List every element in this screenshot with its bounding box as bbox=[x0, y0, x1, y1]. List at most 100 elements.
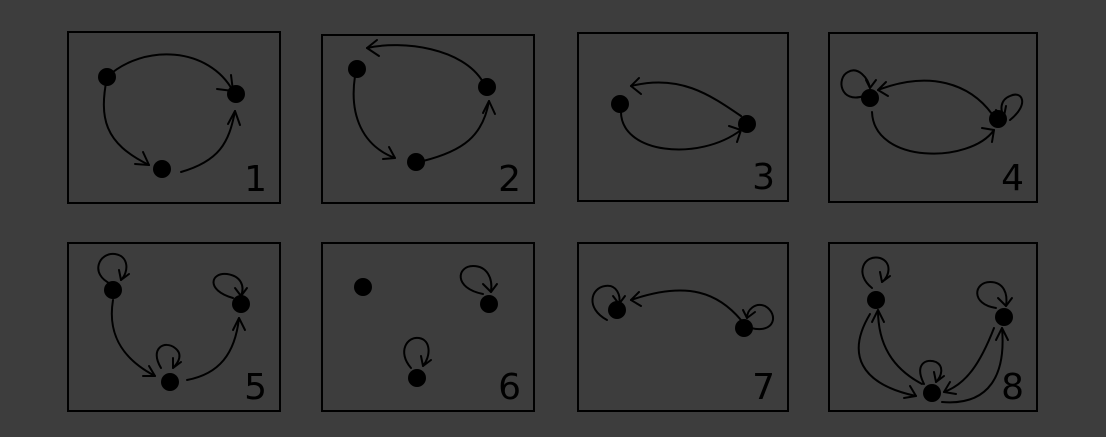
node bbox=[478, 78, 496, 96]
self-loop bbox=[591, 284, 621, 321]
panel-number: 5 bbox=[244, 367, 267, 408]
edge-a-to-b bbox=[106, 53, 234, 92]
panel-6: 6 bbox=[321, 242, 535, 412]
node bbox=[407, 153, 425, 171]
node bbox=[923, 384, 941, 402]
panel-7-graph bbox=[591, 284, 775, 337]
arrowhead bbox=[630, 291, 642, 307]
arrowhead bbox=[134, 151, 150, 166]
arrowhead bbox=[118, 269, 130, 281]
self-loop bbox=[212, 272, 244, 299]
edge-b-to-a bbox=[630, 289, 742, 321]
node bbox=[861, 89, 879, 107]
self-loop bbox=[1000, 93, 1023, 121]
panel-1: 1 bbox=[67, 31, 281, 204]
self-loop bbox=[840, 69, 871, 99]
arrowhead bbox=[981, 127, 995, 143]
self-loop bbox=[403, 336, 430, 369]
node bbox=[232, 295, 250, 313]
arrowhead bbox=[172, 357, 182, 369]
panel-2: 2 bbox=[321, 34, 535, 204]
edge-b-to-a bbox=[366, 44, 484, 83]
arrowhead bbox=[871, 309, 885, 323]
arrowhead bbox=[879, 271, 891, 283]
panel-8-graph bbox=[857, 256, 1013, 404]
node bbox=[995, 308, 1013, 326]
node bbox=[408, 369, 426, 387]
node bbox=[480, 295, 498, 313]
panel-number: 8 bbox=[1001, 367, 1024, 408]
arrowhead bbox=[142, 365, 156, 377]
edge-a-to-c bbox=[110, 299, 156, 377]
edge-a-to-c bbox=[352, 75, 396, 159]
arrowhead bbox=[742, 309, 756, 319]
edge-a-to-c bbox=[102, 76, 150, 166]
panel-number: 1 bbox=[244, 159, 267, 200]
edge-a-to-b bbox=[871, 111, 995, 155]
arrowhead bbox=[865, 79, 877, 89]
panel-3: 3 bbox=[577, 32, 789, 202]
arrowhead bbox=[943, 381, 957, 395]
node bbox=[611, 95, 629, 113]
edge-c-to-b-outer bbox=[941, 327, 1004, 404]
self-loop bbox=[459, 265, 493, 295]
panel-4-graph bbox=[840, 69, 1023, 155]
self-loop bbox=[97, 252, 128, 285]
self-loop bbox=[919, 359, 943, 385]
edge-c-to-b bbox=[186, 317, 240, 381]
arrowhead bbox=[997, 297, 1013, 307]
arrowhead bbox=[482, 100, 496, 115]
arrowhead bbox=[903, 385, 917, 399]
arrowhead bbox=[382, 146, 396, 160]
edge-c-to-b bbox=[422, 100, 490, 162]
node bbox=[153, 160, 171, 178]
panel-number: 2 bbox=[498, 159, 521, 200]
arrowhead bbox=[630, 77, 642, 95]
self-loop bbox=[746, 304, 775, 331]
arrowhead bbox=[877, 81, 889, 97]
edge-b-to-a bbox=[877, 79, 993, 115]
node bbox=[735, 319, 753, 337]
edge-c-to-b bbox=[180, 110, 236, 173]
panel-5: 5 bbox=[67, 242, 281, 412]
panel-8: 8 bbox=[828, 242, 1038, 412]
edge-a-to-b bbox=[619, 109, 742, 151]
edge-b-to-c-inner bbox=[943, 327, 995, 393]
panel-number: 7 bbox=[752, 367, 775, 408]
panel-2-graph bbox=[348, 39, 496, 171]
arrowhead bbox=[366, 39, 380, 57]
panel-1-graph bbox=[98, 53, 245, 178]
panel-number: 4 bbox=[1001, 158, 1024, 199]
arrowhead bbox=[234, 287, 248, 297]
node bbox=[354, 278, 372, 296]
arrowhead bbox=[995, 327, 1009, 341]
arrowhead bbox=[482, 283, 498, 293]
edge-c-to-a-inner bbox=[877, 309, 923, 385]
node bbox=[989, 110, 1007, 128]
arrowhead bbox=[232, 317, 246, 331]
arrowhead bbox=[420, 355, 432, 367]
panel-number: 6 bbox=[498, 367, 521, 408]
node bbox=[98, 68, 116, 86]
node bbox=[867, 291, 885, 309]
panel-4: 4 bbox=[828, 32, 1038, 203]
node bbox=[608, 301, 626, 319]
self-loop bbox=[861, 256, 890, 289]
edge-a-to-c-outer bbox=[857, 313, 917, 397]
node bbox=[738, 115, 756, 133]
self-loop bbox=[155, 343, 181, 369]
panel-3-graph bbox=[611, 77, 756, 151]
panel-number: 3 bbox=[752, 157, 775, 198]
panel-6-graph bbox=[354, 265, 498, 387]
node bbox=[104, 281, 122, 299]
arrowhead bbox=[227, 110, 241, 126]
node bbox=[348, 60, 366, 78]
arrowhead bbox=[933, 371, 945, 383]
node bbox=[161, 373, 179, 391]
self-loop bbox=[976, 281, 1008, 309]
edge-b-to-a bbox=[630, 81, 742, 117]
node bbox=[227, 85, 245, 103]
panel-7: 7 bbox=[577, 242, 789, 412]
panel-5-graph bbox=[97, 252, 250, 391]
